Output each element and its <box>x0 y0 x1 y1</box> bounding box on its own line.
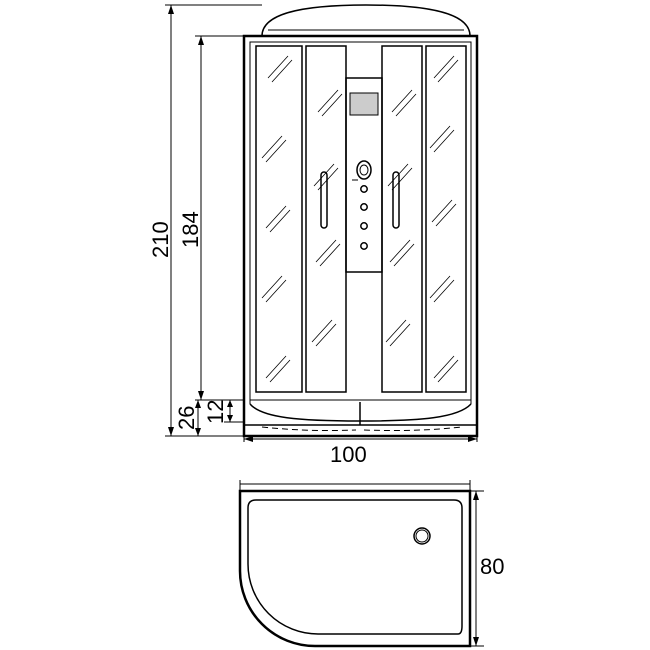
dim-label-tray-inner-height: 12 <box>203 400 228 424</box>
drain-inner <box>415 529 429 543</box>
glass-glare-marks <box>261 55 459 383</box>
dim-label-width: 100 <box>330 442 367 467</box>
massage-jet-1 <box>360 185 368 193</box>
shower-head <box>356 160 372 180</box>
roof-dome <box>261 4 471 37</box>
top-view: 80 <box>238 480 504 648</box>
control-column <box>345 77 383 273</box>
dim-label-depth: 80 <box>480 554 504 579</box>
dim-line-cabin-height <box>195 35 244 401</box>
drain-outer <box>413 527 431 545</box>
right-glass-panel-outer <box>425 45 467 393</box>
left-door-handle <box>320 171 328 229</box>
left-glass-panel-inner <box>305 45 347 393</box>
dim-label-cabin-height: 184 <box>178 211 203 248</box>
massage-jet-4 <box>360 242 368 250</box>
front-view: 210 184 26 12 100 <box>148 4 479 467</box>
dim-label-total-height: 210 <box>148 221 173 258</box>
display-panel <box>349 92 379 116</box>
massage-jet-3 <box>360 222 368 230</box>
massage-jet-2 <box>360 203 368 211</box>
shower-tray <box>244 400 477 432</box>
left-glass-panel-outer <box>255 45 303 393</box>
dim-line-total-height <box>165 4 262 437</box>
dim-line-depth <box>470 490 484 647</box>
dim-line-tray-inner-height <box>224 400 244 423</box>
cabin-frame <box>242 34 479 438</box>
tray-basin <box>247 499 463 635</box>
dim-line-tray-height <box>195 400 201 436</box>
dim-line-width <box>243 436 478 442</box>
right-door-handle <box>392 171 400 229</box>
tray-outline <box>238 489 472 648</box>
dim-label-tray-height: 26 <box>174 406 199 430</box>
